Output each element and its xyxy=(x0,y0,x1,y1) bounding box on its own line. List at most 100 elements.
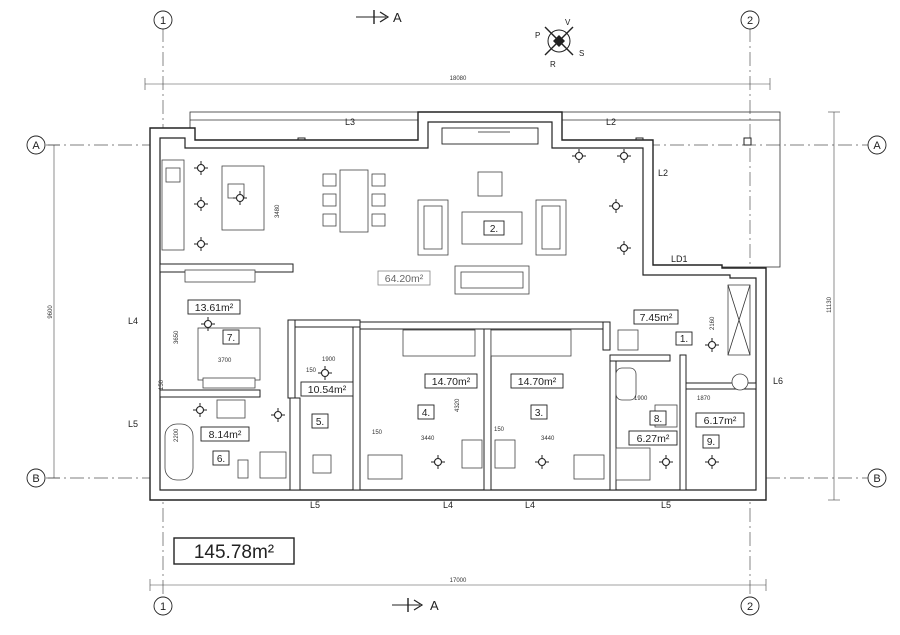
svg-text:A: A xyxy=(393,10,402,25)
total-area-badge: 145.78m² xyxy=(173,537,295,565)
ceiling-light-icon xyxy=(617,241,631,255)
room-6: 8.14m² 6. xyxy=(200,426,250,466)
ceiling-light-icon xyxy=(194,161,208,175)
room-4: 14.70m² 4. xyxy=(417,373,478,420)
svg-text:B: B xyxy=(873,473,880,485)
svg-text:14.70m²: 14.70m² xyxy=(432,376,471,388)
internal-dimensions: 3480 3700 3650 3440 3440 4320 150 150 15… xyxy=(159,204,716,442)
compass-rose: V P R S xyxy=(535,18,584,69)
ceiling-light-icon xyxy=(705,338,719,352)
window-labels: L3 L2 L2 LD1 L4 L5 L6 L5 L4 L4 L5 xyxy=(128,117,783,510)
svg-text:L3: L3 xyxy=(345,117,355,127)
svg-text:1900: 1900 xyxy=(322,357,336,363)
ceiling-light-icon xyxy=(193,403,207,417)
svg-text:R: R xyxy=(550,60,556,69)
ceiling-light-icon xyxy=(617,149,631,163)
svg-text:1: 1 xyxy=(160,15,166,27)
svg-text:145.78m²: 145.78m² xyxy=(194,542,274,563)
svg-text:6.: 6. xyxy=(217,454,225,465)
svg-text:64.20m²: 64.20m² xyxy=(385,273,424,285)
svg-text:150: 150 xyxy=(372,430,383,436)
svg-text:2160: 2160 xyxy=(710,316,716,330)
axis-bubble-B-right: B xyxy=(867,468,887,488)
ceiling-light-icon xyxy=(535,455,549,469)
ceiling-light-icon xyxy=(271,408,285,422)
room-5: 10.54m² 5. xyxy=(300,381,354,429)
room-2: 64.20m² 2. xyxy=(377,220,505,286)
svg-text:8.14m²: 8.14m² xyxy=(209,429,242,441)
axis-bubble-A-left: A xyxy=(26,135,46,155)
svg-text:1: 1 xyxy=(160,601,166,613)
svg-text:V: V xyxy=(565,18,571,27)
section-marker-bottom: A xyxy=(392,598,439,613)
svg-text:6.17m²: 6.17m² xyxy=(704,415,737,427)
svg-text:3.: 3. xyxy=(535,408,543,419)
svg-text:L4: L4 xyxy=(443,500,453,510)
axis-bubble-2-top: 2 xyxy=(740,10,760,30)
svg-text:LD1: LD1 xyxy=(671,254,688,264)
svg-text:P: P xyxy=(535,31,540,40)
ceiling-light-icon xyxy=(572,149,586,163)
axis-bubble-2-bottom: 2 xyxy=(740,596,760,616)
svg-text:L2: L2 xyxy=(658,168,668,178)
ceiling-light-icon xyxy=(609,199,623,213)
room-9: 6.17m² 9. xyxy=(695,412,745,449)
svg-text:L4: L4 xyxy=(128,316,138,326)
svg-text:13.61m²: 13.61m² xyxy=(195,302,234,314)
svg-text:1900: 1900 xyxy=(634,396,648,402)
svg-text:3700: 3700 xyxy=(218,358,232,364)
svg-text:A: A xyxy=(32,140,40,152)
svg-text:4320: 4320 xyxy=(455,398,461,412)
svg-text:A: A xyxy=(873,140,881,152)
svg-text:150: 150 xyxy=(306,368,317,374)
room-3: 14.70m² 3. xyxy=(510,373,564,420)
svg-text:L5: L5 xyxy=(661,500,671,510)
svg-text:2: 2 xyxy=(747,15,753,27)
svg-text:7.45m²: 7.45m² xyxy=(640,312,673,324)
svg-text:L5: L5 xyxy=(310,500,320,510)
svg-text:150: 150 xyxy=(159,379,165,390)
svg-text:3480: 3480 xyxy=(275,204,281,218)
svg-text:A: A xyxy=(430,598,439,613)
dimension-lines: 18080 17000 9600 11130 xyxy=(48,76,840,591)
ceiling-light-icon xyxy=(194,197,208,211)
svg-text:11130: 11130 xyxy=(827,296,833,312)
axis-bubble-B-left: B xyxy=(26,468,46,488)
svg-text:5.: 5. xyxy=(316,417,324,428)
svg-text:L6: L6 xyxy=(773,376,783,386)
axis-bubble-1-bottom: 1 xyxy=(153,596,173,616)
svg-text:7.: 7. xyxy=(227,333,235,344)
room-8: 6.27m² 8. xyxy=(628,410,678,446)
axis-bubble-A-right: A xyxy=(867,135,887,155)
svg-text:L5: L5 xyxy=(128,419,138,429)
svg-text:10.54m²: 10.54m² xyxy=(308,384,347,396)
furniture xyxy=(161,159,751,481)
ceiling-light-icon xyxy=(705,455,719,469)
ceiling-light-icon xyxy=(659,455,673,469)
svg-text:9600: 9600 xyxy=(48,305,54,319)
grid-axes: 1 2 1 2 A A B B xyxy=(26,10,887,616)
ceiling-light-icon xyxy=(194,237,208,251)
svg-text:8.: 8. xyxy=(654,414,662,425)
svg-text:3650: 3650 xyxy=(174,330,180,344)
svg-text:3440: 3440 xyxy=(541,436,555,442)
interior-walls xyxy=(159,263,757,491)
svg-text:B: B xyxy=(32,473,39,485)
room-1: 7.45m² 1. xyxy=(633,309,693,346)
svg-text:1870: 1870 xyxy=(697,396,711,402)
svg-text:17000: 17000 xyxy=(450,578,467,584)
ceiling-light-icon xyxy=(201,317,215,331)
svg-text:2200: 2200 xyxy=(174,428,180,442)
svg-text:3440: 3440 xyxy=(421,436,435,442)
svg-text:2.: 2. xyxy=(490,224,498,235)
ceiling-light-icon xyxy=(431,455,445,469)
section-marker-top: A xyxy=(356,10,402,25)
svg-text:150: 150 xyxy=(494,427,505,433)
axis-bubble-1-top: 1 xyxy=(153,10,173,30)
svg-text:6.27m²: 6.27m² xyxy=(637,433,670,445)
svg-text:L2: L2 xyxy=(606,117,616,127)
ceiling-light-icon xyxy=(318,366,332,380)
svg-text:L4: L4 xyxy=(525,500,535,510)
ceiling-lights xyxy=(193,149,719,469)
